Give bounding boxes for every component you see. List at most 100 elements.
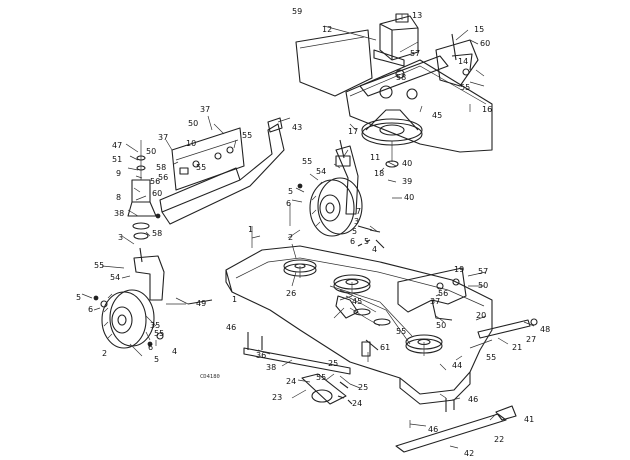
- callout-labels: 59 12 13 57 15 60 14 58 55 16 45 37 50 1…: [76, 7, 550, 458]
- callout-50: 50: [436, 321, 446, 330]
- callout-37: 37: [430, 297, 440, 306]
- callout-58: 58: [396, 73, 406, 82]
- hardware-bolts: [93, 183, 455, 412]
- callout-58: 58: [152, 229, 162, 238]
- callout-55: 55: [396, 327, 406, 336]
- callout-46: 46: [428, 425, 438, 434]
- callout-1: 1: [232, 295, 237, 304]
- callout-5: 5: [288, 187, 293, 196]
- upper-deck-plate: [345, 55, 493, 153]
- belt-guard-bracket: [397, 267, 467, 321]
- gearbox: [373, 13, 419, 67]
- callout-55: 55: [302, 157, 312, 166]
- callout-5: 5: [364, 237, 369, 246]
- callout-56: 56: [150, 177, 160, 186]
- top-cover-plate: [295, 29, 373, 97]
- callout-37: 37: [158, 133, 168, 142]
- left-caster-fork: [133, 247, 165, 301]
- leader-lines: [81, 14, 535, 449]
- callout-44: 44: [452, 361, 462, 370]
- callout-61: 61: [380, 343, 390, 352]
- callout-1: 1: [248, 225, 253, 234]
- callout-55: 55: [460, 83, 470, 92]
- right-caster-wheel: [309, 177, 363, 237]
- upper-beam-assembly: [159, 117, 285, 225]
- callout-26: 26: [286, 289, 296, 298]
- callout-60: 60: [480, 39, 490, 48]
- deck-belt: [329, 285, 413, 357]
- callout-54: 54: [110, 273, 120, 282]
- callout-60: 60: [152, 189, 162, 198]
- callout-15: 15: [474, 25, 484, 34]
- callout-4: 4: [372, 245, 377, 254]
- bottom-bar: [395, 405, 517, 453]
- left-caster-wheel: [101, 289, 155, 349]
- callout-21: 21: [512, 343, 522, 352]
- right-top-bracket: [435, 33, 479, 87]
- callout-20: 20: [476, 311, 486, 320]
- callout-46: 46: [226, 323, 236, 332]
- callout-57: 57: [478, 267, 488, 276]
- callout-38: 38: [266, 363, 276, 372]
- callout-3: 3: [118, 233, 123, 242]
- callout-12: 12: [322, 25, 332, 34]
- callout-8: 8: [116, 193, 121, 202]
- callout-40: 40: [404, 193, 414, 202]
- callout-42: 42: [464, 449, 474, 458]
- callout-49: 49: [196, 299, 206, 308]
- callout-50: 50: [146, 147, 156, 156]
- callout-2: 2: [288, 233, 293, 242]
- callout-18: 18: [374, 169, 384, 178]
- callout-57: 57: [410, 49, 420, 58]
- callout-45: 45: [432, 111, 442, 120]
- callout-50: 50: [188, 119, 198, 128]
- callout-4: 4: [172, 347, 177, 356]
- callout-6: 6: [148, 343, 153, 352]
- right-caster-fork: [335, 139, 359, 215]
- callout-50: 50: [478, 281, 488, 290]
- callout-56: 56: [158, 173, 168, 182]
- callout-41: 41: [524, 415, 534, 424]
- callout-24: 24: [286, 377, 296, 386]
- callout-40: 40: [402, 159, 412, 168]
- callout-43: 43: [292, 123, 302, 132]
- callout-17: 17: [348, 127, 358, 136]
- callout-55: 55: [316, 373, 326, 382]
- callout-55: 55: [154, 329, 164, 338]
- callout-55: 55: [486, 353, 496, 362]
- callout-38: 38: [114, 209, 124, 218]
- callout-6: 6: [350, 237, 355, 246]
- callout-13: 13: [412, 11, 422, 20]
- callout-5: 5: [154, 355, 159, 364]
- callout-24: 24: [352, 399, 362, 408]
- callout-45: 45: [352, 297, 362, 306]
- callout-16: 16: [482, 105, 492, 114]
- callout-54: 54: [316, 167, 326, 176]
- callout-59: 59: [292, 7, 302, 16]
- callout-58: 58: [156, 163, 166, 172]
- callout-25: 25: [358, 383, 368, 392]
- callout-48: 48: [540, 325, 550, 334]
- pulley-upper: [361, 109, 423, 168]
- callout-37: 37: [200, 105, 210, 114]
- callout-55: 55: [196, 163, 206, 172]
- lower-rod: [243, 347, 351, 405]
- callout-22: 22: [494, 435, 504, 444]
- callout-27: 27: [526, 335, 536, 344]
- callout-55: 55: [242, 131, 252, 140]
- callout-35: 35: [150, 321, 160, 330]
- callout-39: 39: [402, 177, 412, 186]
- right-rod: [469, 318, 538, 349]
- callout-7: 7: [356, 207, 361, 216]
- callout-56: 56: [438, 289, 448, 298]
- callout-5: 5: [352, 227, 357, 236]
- drawing-code: CD4180: [200, 374, 220, 380]
- callout-14: 14: [458, 57, 468, 66]
- callout-6: 6: [88, 305, 93, 314]
- left-caster-spindle: [127, 140, 157, 240]
- callout-47: 47: [112, 141, 122, 150]
- callout-6: 6: [286, 199, 291, 208]
- callout-3: 3: [354, 217, 359, 226]
